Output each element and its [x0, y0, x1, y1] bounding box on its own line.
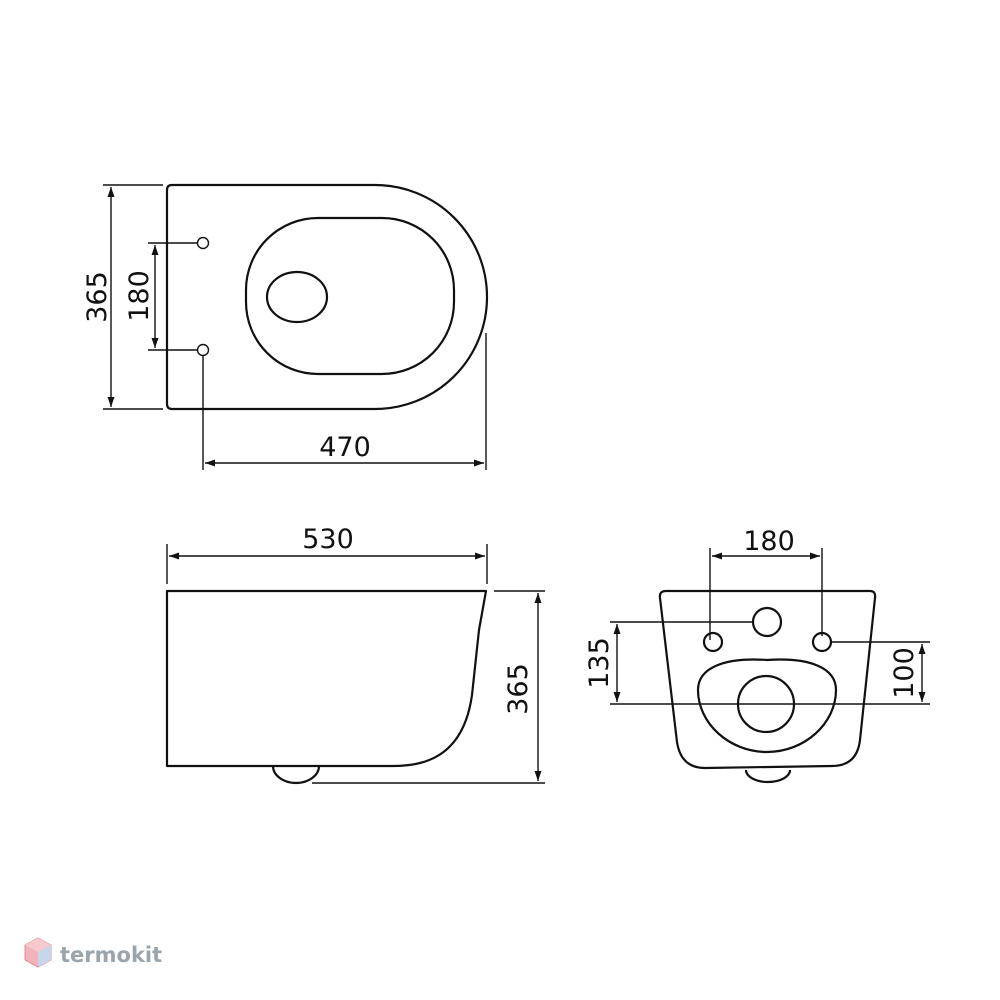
rear-view: 180 135 100 [584, 526, 930, 784]
bowl-outline-side [165, 589, 488, 768]
side-view: 530 365 [165, 524, 545, 785]
dimension-label-hole-spacing-rear: 180 [743, 526, 795, 557]
outlet-pipe-side [271, 765, 321, 785]
water-inlet-rear [751, 606, 783, 638]
outlet-pipe-rear [744, 769, 792, 784]
drain-opening-top [265, 270, 329, 324]
mounting-hole-rear-1 [702, 631, 724, 653]
dimension-label-height-rear-left: 135 [584, 637, 615, 689]
top-view: 365 180 470 [82, 183, 489, 470]
mounting-hole-top-1 [196, 236, 210, 250]
dimension-label-height-side: 365 [503, 663, 534, 715]
bowl-outline-top [165, 183, 489, 411]
dimension-label-hole-spacing-top: 180 [124, 270, 155, 322]
mounting-hole-top-2 [196, 343, 210, 357]
seat-opening-rear [696, 658, 838, 754]
watermark-logo: termokit [24, 937, 162, 968]
dimension-label-length-top: 470 [319, 432, 371, 463]
dimension-label-width-top: 365 [82, 271, 113, 323]
bowl-rim-inner [244, 216, 456, 376]
bowl-outline-rear [658, 589, 877, 770]
dimension-label-length-side: 530 [302, 524, 354, 555]
watermark-brand-text: termokit [60, 943, 162, 967]
dimension-label-height-rear-right: 100 [889, 647, 920, 699]
